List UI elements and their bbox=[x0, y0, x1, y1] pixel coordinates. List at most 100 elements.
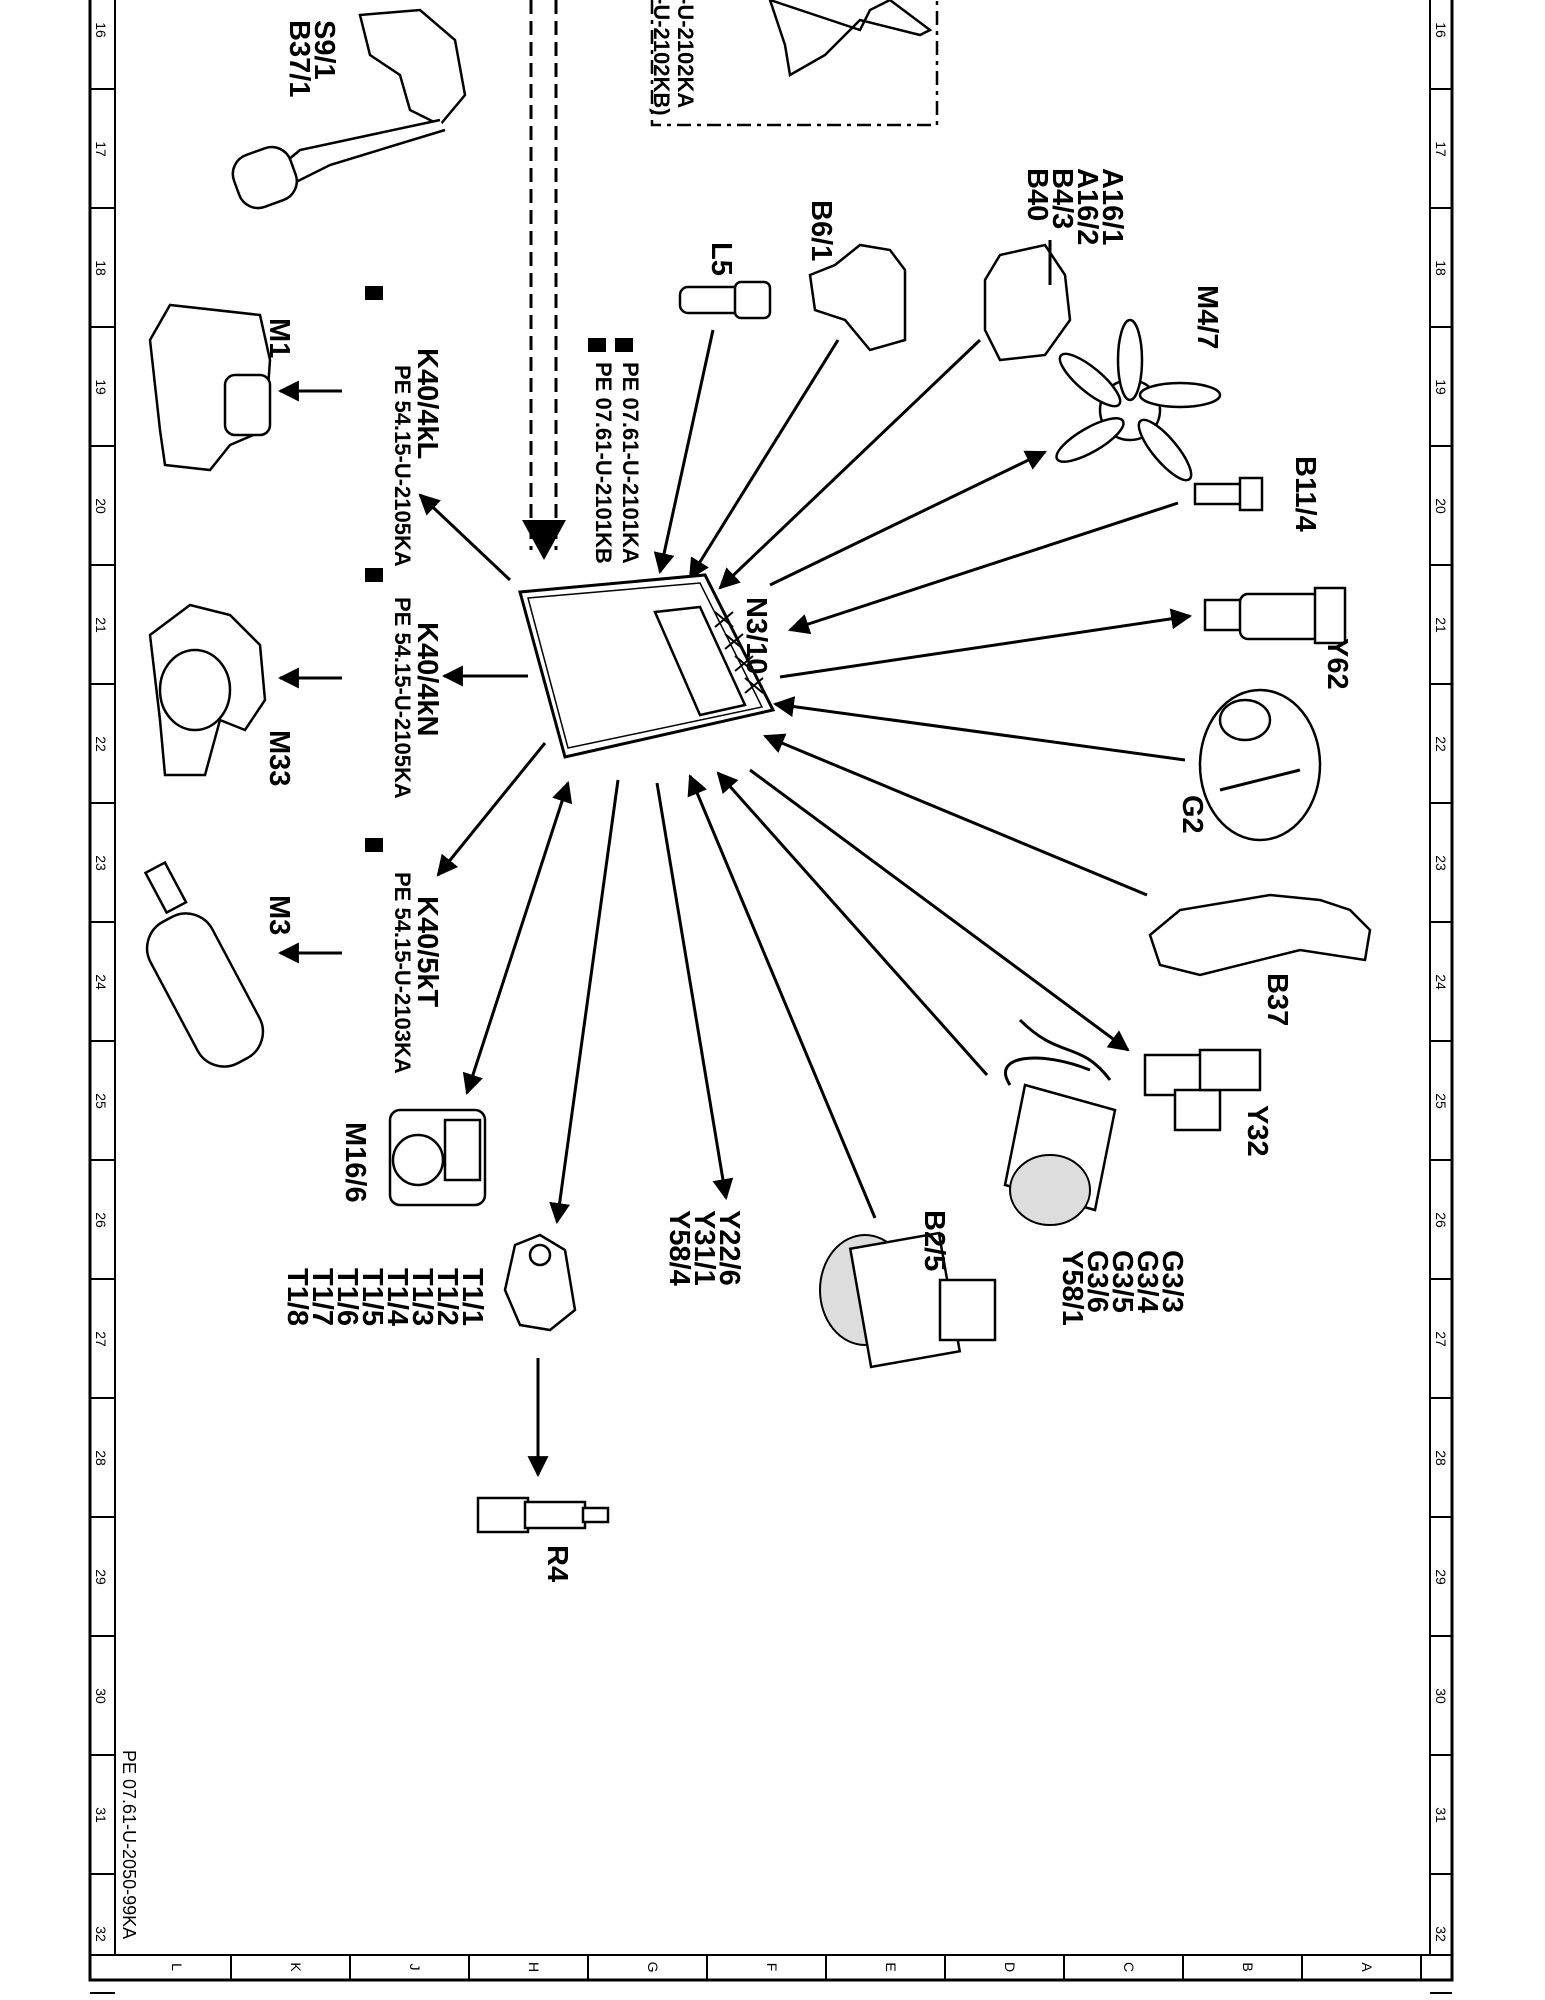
label-m33: M33 bbox=[263, 730, 295, 786]
air-mass-sensor-b2-5-drawing bbox=[819, 1231, 997, 1369]
grid-col-label: A bbox=[1359, 1962, 1375, 1972]
ref-n3-1: PE 07.61-U-2101KA bbox=[618, 362, 643, 564]
grid-row-label: 17 bbox=[1433, 141, 1449, 157]
grid-row-label: 20 bbox=[1433, 498, 1449, 514]
grid-row-label: 27 bbox=[1433, 1331, 1449, 1347]
label-m3: M3 bbox=[263, 895, 295, 935]
camshaft-sensor-b6-1-drawing bbox=[808, 243, 907, 352]
label-s9-1: S9/1 bbox=[308, 20, 340, 80]
ref-k40-5kt: PE 54.15-U-2103KA bbox=[390, 872, 415, 1074]
label-k40-4kn: K40/4kN bbox=[411, 622, 443, 736]
grid-row-label: 31 bbox=[1433, 1807, 1449, 1823]
grid-row-label: 25 bbox=[93, 1093, 109, 1109]
spark-plug-r4-drawing bbox=[476, 1496, 610, 1534]
valve-y32-drawing bbox=[1143, 1048, 1262, 1132]
starter-m1-drawing bbox=[148, 303, 272, 472]
label-y22-6: Y22/6 bbox=[713, 1210, 745, 1286]
oxygen-sensor-g3-drawing bbox=[1003, 1018, 1117, 1226]
label-y31-1: Y31/1 bbox=[688, 1210, 720, 1286]
alternator-g2-drawing bbox=[1198, 688, 1322, 842]
temp-sensor-b11-4-drawing bbox=[1193, 476, 1264, 512]
control-unit-n3-10 bbox=[518, 573, 776, 759]
connector-pins bbox=[714, 611, 764, 694]
label-y58-1: Y58/1 bbox=[1056, 1250, 1088, 1326]
drawing-frame bbox=[88, 0, 1454, 1994]
ref-k40-4kl: PE 54.15-U-2105KA bbox=[390, 365, 415, 567]
label-t1-6: T1/6 bbox=[331, 1268, 363, 1326]
label-b2-5: B2/5 bbox=[918, 1210, 950, 1271]
air-pump-m33-drawing bbox=[148, 603, 267, 777]
grid-row-label: 32 bbox=[1433, 1926, 1449, 1942]
label-k40-5kt: K40/5kT bbox=[411, 896, 443, 1008]
label-k40-4kl: K40/4kL bbox=[411, 348, 443, 459]
grid-row-label: 28 bbox=[1433, 1450, 1449, 1466]
label-a16-1: A16/1 bbox=[1096, 168, 1128, 245]
grid-col-label: K bbox=[288, 1962, 304, 1972]
grid-row-label: 18 bbox=[1433, 260, 1449, 276]
grid-col-label: L bbox=[169, 1963, 185, 1971]
pointing-hand-icons bbox=[365, 286, 633, 852]
pointing-hand-icon bbox=[365, 286, 383, 300]
grid-col-label: B bbox=[1240, 1962, 1256, 1971]
grid-row-label: 32 bbox=[93, 1926, 109, 1942]
label-b11-4: B11/4 bbox=[1289, 456, 1321, 532]
label-b6-1: B6/1 bbox=[805, 200, 837, 261]
label-t1-5: T1/5 bbox=[356, 1268, 388, 1326]
grid-row-label: 29 bbox=[1433, 1569, 1449, 1585]
label-g3-5: G3/5 bbox=[1106, 1250, 1138, 1313]
grid-row-label: 16 bbox=[1433, 22, 1449, 38]
ignition-coil-t1-drawing bbox=[503, 1233, 577, 1332]
grid-col-label: C bbox=[1121, 1962, 1137, 1972]
pointing-hand-icon bbox=[365, 568, 383, 582]
label-t1-3: T1/3 bbox=[406, 1268, 438, 1326]
label-t1-7: T1/7 bbox=[306, 1268, 338, 1326]
pointing-hand-icon bbox=[588, 338, 606, 352]
grid-col-label: F bbox=[764, 1963, 780, 1972]
grid-col-label: E bbox=[883, 1962, 899, 1971]
label-t1-4: T1/4 bbox=[381, 1268, 413, 1326]
pedal-sensor-b37-drawing bbox=[1148, 893, 1372, 977]
grid-row-label: 23 bbox=[1433, 855, 1449, 871]
component-labels: S9/1 B37/1 A16/1 A16/2 B4/3 B40 B6/1 L5 … bbox=[263, 20, 1353, 1582]
component-drawings bbox=[143, 0, 1372, 1534]
grid-row-label: 28 bbox=[93, 1450, 109, 1466]
label-t1-2: T1/2 bbox=[431, 1268, 463, 1326]
label-l5: L5 bbox=[705, 242, 737, 276]
label-b4-3: B4/3 bbox=[1046, 168, 1078, 229]
label-m4-7: M4/7 bbox=[1191, 285, 1223, 349]
grid-row-label: 21 bbox=[93, 617, 109, 633]
crankshaft-sensor-l5-drawing bbox=[678, 280, 772, 320]
label-b37-1: B37/1 bbox=[283, 20, 315, 97]
label-y32: Y32 bbox=[1241, 1105, 1273, 1157]
grid-col-label: H bbox=[526, 1962, 542, 1972]
label-y62: Y62 bbox=[1321, 638, 1353, 690]
ref-k40-4kn: PE 54.15-U-2105KA bbox=[390, 597, 415, 799]
label-g2: G2 bbox=[1176, 795, 1208, 834]
label-g3-3: G3/3 bbox=[1156, 1250, 1188, 1313]
document-id: PE 07.61-U-2050-99KA bbox=[119, 1750, 139, 1939]
grid-row-label: 21 bbox=[1433, 617, 1449, 633]
grid-row-label: 19 bbox=[93, 379, 109, 395]
grid-row-label: 20 bbox=[93, 498, 109, 514]
grid-row-label: 16 bbox=[93, 22, 109, 38]
grid-row-label: 22 bbox=[93, 736, 109, 752]
pointing-hand-icon bbox=[365, 838, 383, 852]
grid-row-label: 17 bbox=[93, 141, 109, 157]
label-t1-8: T1/8 bbox=[281, 1268, 313, 1326]
label-n3-10: N3/10 bbox=[740, 597, 772, 674]
label-t1-1: T1/1 bbox=[456, 1268, 488, 1326]
ref-n3-2: PE 07.61-U-2101KB bbox=[591, 362, 616, 564]
throttle-m16-6-drawing bbox=[388, 1108, 487, 1207]
grid-row-label: 30 bbox=[1433, 1688, 1449, 1704]
connection-lines bbox=[277, 0, 1193, 1478]
grid-col-label: J bbox=[407, 1964, 423, 1971]
pointing-hand-icon bbox=[615, 338, 633, 352]
grid-row-label: 19 bbox=[1433, 379, 1449, 395]
fuel-pump-m3-drawing bbox=[143, 860, 265, 1068]
injector-y62-drawing bbox=[1203, 586, 1347, 645]
pedal-switch-s9-1-drawing bbox=[231, 8, 467, 210]
label-m1: M1 bbox=[263, 318, 295, 358]
ref-top-cut-1: -U-2102KA bbox=[673, 0, 698, 108]
